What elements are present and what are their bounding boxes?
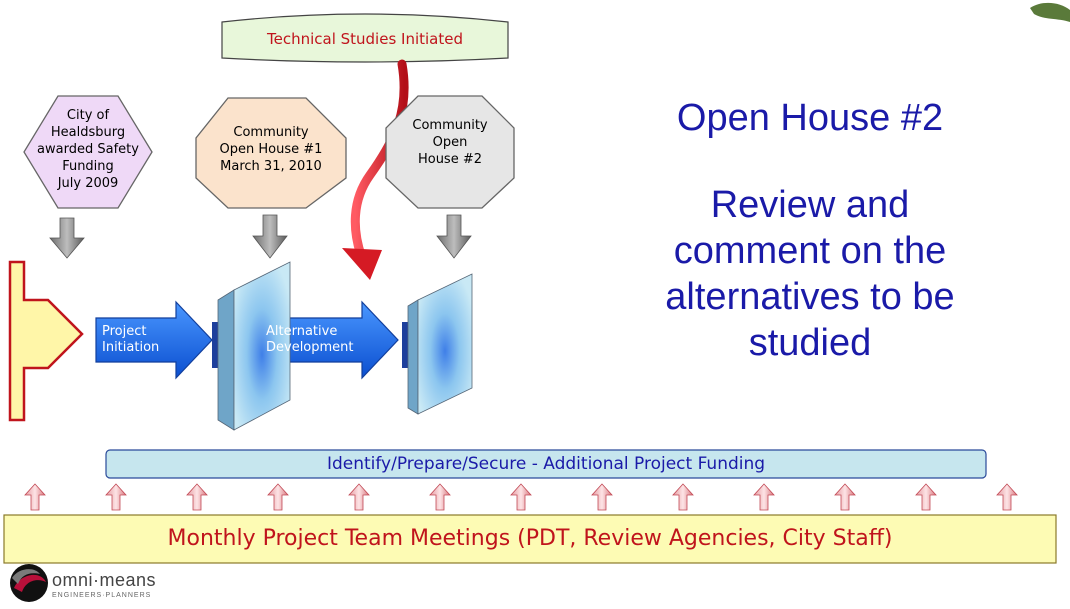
- project-initiation-label: Project Initiation: [102, 324, 182, 356]
- pink-up-arrow-icon: [996, 483, 1018, 511]
- project-initiation-arrow: [95, 300, 213, 380]
- open-house-1-line-1: Community: [233, 125, 309, 140]
- pink-up-arrow-icon: [267, 483, 289, 511]
- pink-up-arrow-icon: [591, 483, 613, 511]
- down-arrow-open-house-2: [436, 214, 472, 259]
- open-house-title: Open House #2: [676, 97, 944, 139]
- open-house-2-line-1: Community: [412, 118, 488, 133]
- city-line-5: July 2009: [57, 176, 119, 191]
- pink-up-arrows: [24, 483, 1018, 511]
- open-house-1-octagon: [195, 97, 347, 209]
- pink-up-arrow-icon: [510, 483, 532, 511]
- meetings-bar-shape: [3, 514, 1057, 564]
- project-initiation-line-1: Project: [102, 324, 147, 339]
- pink-up-arrow-icon: [834, 483, 856, 511]
- review-line-2: comment on the: [673, 230, 947, 272]
- alternative-development-label: Alternative Development: [266, 324, 376, 356]
- funding-bar-shape: [105, 449, 987, 479]
- logo-wordmark: omni·means: [52, 570, 157, 590]
- city-funding-octagon: [23, 95, 153, 209]
- open-house-2-text: Community Open House #2: [386, 117, 514, 168]
- technical-studies-arrow: [342, 59, 409, 280]
- down-arrow-city: [49, 217, 85, 259]
- pink-up-arrow-icon: [24, 483, 46, 511]
- start-marker: [8, 260, 84, 422]
- open-house-1-line-2: Open House #1: [219, 142, 323, 157]
- open-house-1-line-3: March 31, 2010: [220, 159, 322, 174]
- plant-decoration-icon: [1030, 2, 1070, 23]
- technical-studies-banner: [221, 13, 509, 63]
- milestone-pane-1: [212, 261, 291, 431]
- city-funding-text: City of Healdsburg awarded Safety Fundin…: [24, 107, 152, 192]
- city-line-1: City of: [66, 108, 110, 123]
- technical-studies-label: Technical Studies Initiated: [266, 30, 464, 48]
- omni-means-logo-icon: [10, 564, 48, 602]
- project-initiation-line-2: Initiation: [102, 340, 160, 355]
- meetings-bar-label: Monthly Project Team Meetings (PDT, Revi…: [167, 526, 893, 551]
- logo-tagline: ENGINEERS·PLANNERS: [52, 592, 152, 599]
- pink-up-arrow-icon: [429, 483, 451, 511]
- open-house-2-line-3: House #2: [417, 152, 483, 167]
- review-line-3: alternatives to be: [665, 276, 955, 318]
- funding-bar-label: Identify/Prepare/Secure - Additional Pro…: [326, 454, 766, 474]
- down-arrow-open-house-1: [252, 214, 288, 259]
- milestone-pane-2: [402, 273, 473, 415]
- city-line-2: Healdsburg: [50, 125, 126, 140]
- alternative-development-line-2: Development: [266, 340, 354, 355]
- review-line-1: Review and: [710, 184, 910, 226]
- pink-up-arrow-icon: [672, 483, 694, 511]
- pink-up-arrow-icon: [105, 483, 127, 511]
- pink-up-arrow-icon: [753, 483, 775, 511]
- review-text: Review and comment on the alternatives t…: [590, 182, 1030, 366]
- open-house-2-line-2: Open: [432, 135, 468, 150]
- alternative-development-line-1: Alternative: [266, 324, 338, 339]
- city-line-3: awarded Safety: [37, 142, 139, 157]
- open-house-2-octagon: [385, 95, 515, 209]
- city-line-4: Funding: [62, 159, 114, 174]
- pink-up-arrow-icon: [186, 483, 208, 511]
- pink-up-arrow-icon: [915, 483, 937, 511]
- open-house-1-text: Community Open House #1 March 31, 2010: [196, 124, 346, 175]
- pink-up-arrow-icon: [348, 483, 370, 511]
- review-line-4: studied: [748, 322, 872, 364]
